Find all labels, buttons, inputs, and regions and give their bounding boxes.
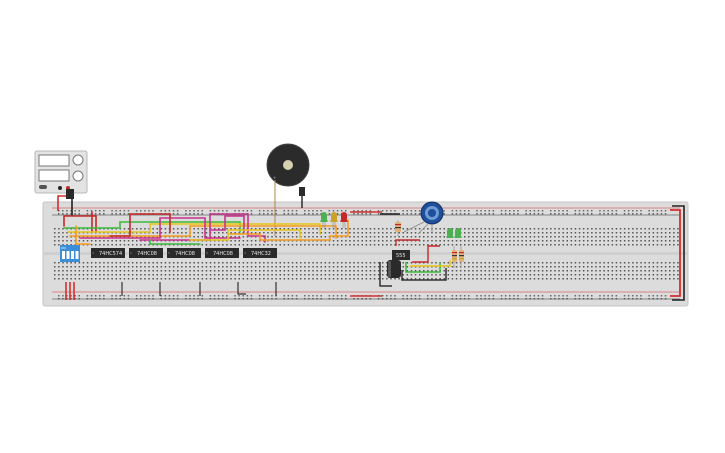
ic-chip[interactable]: 74HC08 xyxy=(129,248,163,258)
potentiometer-leads[interactable] xyxy=(403,221,433,235)
power-supply-display-bottom xyxy=(38,169,70,182)
ic-chip-label: 74HC08 xyxy=(137,251,157,257)
power-supply[interactable] xyxy=(34,150,88,194)
resistor-group-right[interactable] xyxy=(452,246,464,268)
ic-chip[interactable]: 74HC32 xyxy=(243,248,277,258)
dip-toggle[interactable] xyxy=(75,251,79,259)
ic-chip-label: 74HC574 xyxy=(99,251,122,257)
dip-toggle[interactable] xyxy=(66,251,70,259)
power-supply-display-top xyxy=(38,154,70,167)
timer-wires[interactable] xyxy=(379,239,451,287)
buzzer-connector xyxy=(299,187,305,196)
power-switch[interactable] xyxy=(39,185,47,189)
dip-switch[interactable]: ON xyxy=(60,245,80,262)
led-icon[interactable] xyxy=(446,228,454,238)
svg-text:+: + xyxy=(273,175,276,180)
timer-chip-label: 555 xyxy=(396,253,406,259)
capacitor[interactable] xyxy=(387,260,401,278)
dip-switch-label: ON xyxy=(61,246,66,250)
power-supply-knob-bottom[interactable] xyxy=(72,170,84,182)
logic-chips[interactable]: 74HC574 74HC08 74HC08 74HC08 74HC32 xyxy=(91,248,277,258)
led-icon[interactable] xyxy=(340,212,348,228)
led-group-right[interactable] xyxy=(446,228,462,238)
ic-chip-label: 74HC08 xyxy=(213,251,233,257)
timer-chip[interactable]: 555 xyxy=(392,250,410,260)
dip-toggle[interactable] xyxy=(71,251,74,259)
led-icon[interactable] xyxy=(320,212,328,228)
ic-chip-label: 74HC32 xyxy=(251,251,271,257)
led-group-left[interactable] xyxy=(320,212,348,228)
power-supply-knob-top[interactable] xyxy=(72,154,84,166)
jumper-wires[interactable] xyxy=(63,211,349,245)
rail-jumpers[interactable] xyxy=(65,205,685,301)
buzzer[interactable]: + xyxy=(266,143,310,187)
ic-chip[interactable]: 74HC08 xyxy=(205,248,239,258)
ic-chip[interactable]: 74HC574 xyxy=(91,248,125,258)
resistor-top[interactable] xyxy=(395,220,401,236)
ic-chip[interactable]: 74HC08 xyxy=(167,248,201,258)
power-rails xyxy=(52,207,680,300)
resistor[interactable] xyxy=(459,246,464,268)
led-icon[interactable] xyxy=(454,228,462,238)
led-icon[interactable] xyxy=(330,212,338,228)
supply-connector xyxy=(66,189,74,199)
breadboard-center-channel xyxy=(43,252,688,255)
terminal-negative[interactable] xyxy=(58,186,62,190)
resistor[interactable] xyxy=(452,246,457,268)
ic-chip-label: 74HC08 xyxy=(175,251,195,257)
dip-toggle[interactable] xyxy=(62,251,65,259)
potentiometer[interactable] xyxy=(420,201,444,225)
